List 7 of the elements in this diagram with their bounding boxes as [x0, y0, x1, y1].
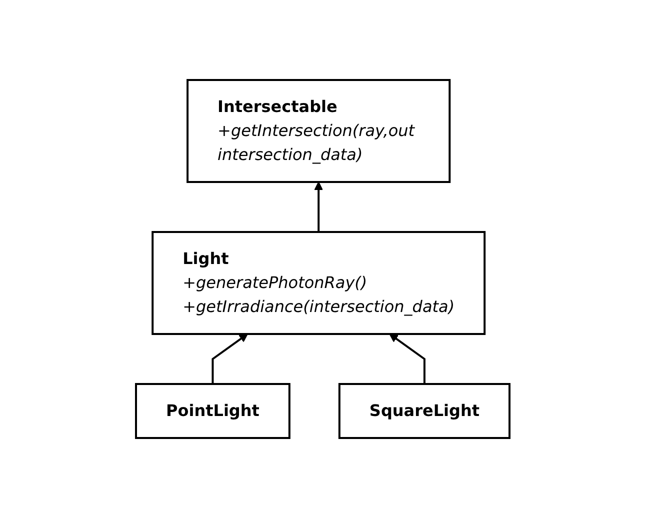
node-box: Light +generatePhotonRay() +getIrradiance(intersection_data): [152, 230, 486, 334]
arrow: [314, 181, 324, 232]
node-box: Intersectable +getIntersection(ray,out intersection_data): [186, 78, 451, 182]
node-box: SquareLight: [338, 382, 511, 438]
node-box: PointLight: [135, 382, 291, 438]
arrow: [212, 333, 248, 384]
arrow: [389, 333, 426, 384]
